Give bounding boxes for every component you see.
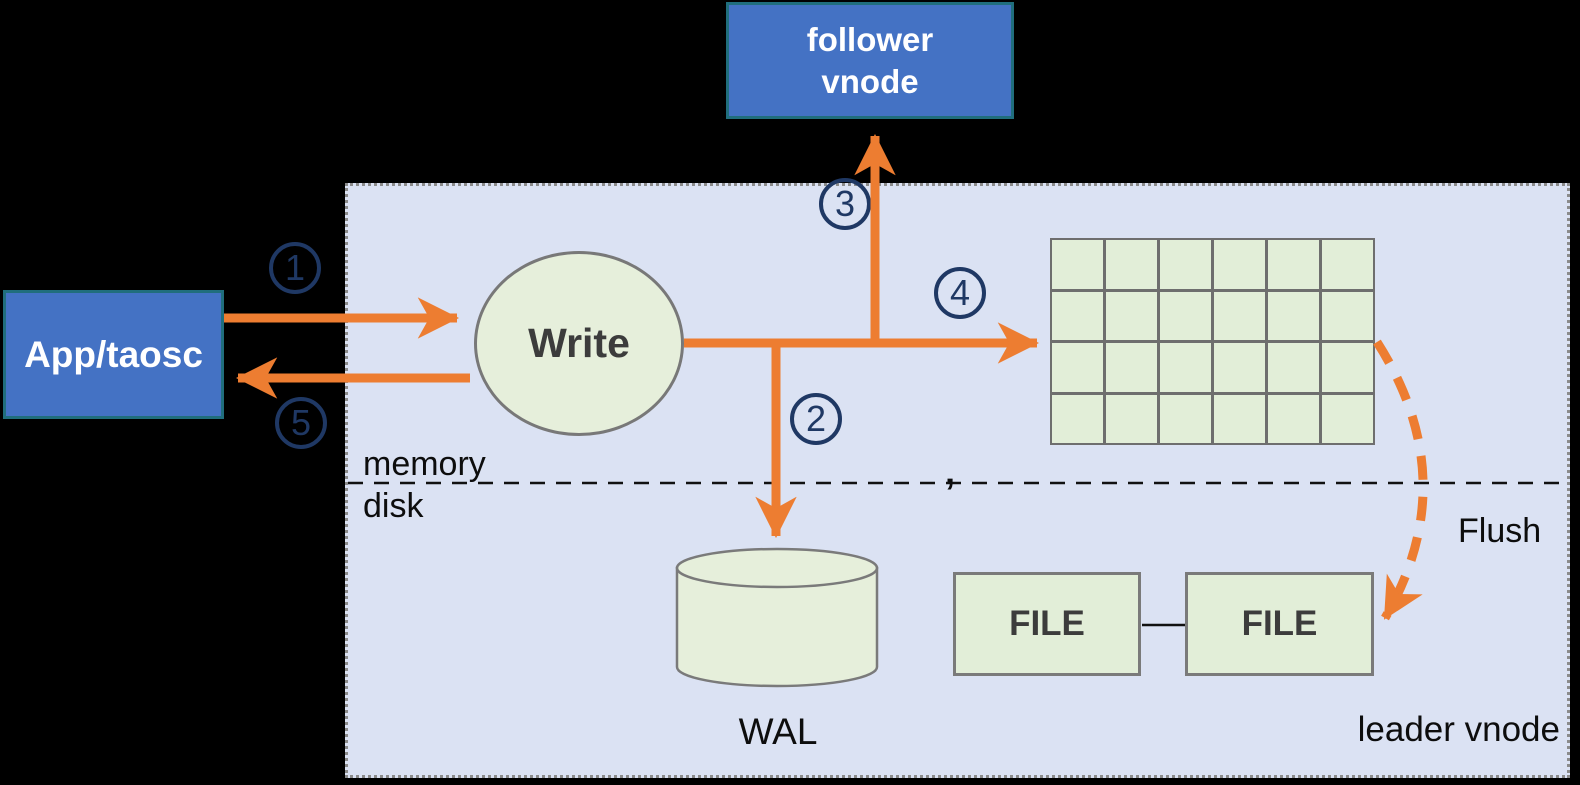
step-3-badge: 3 [819,178,871,230]
wal-label: WAL [738,711,818,752]
memtable-cell [1214,394,1265,443]
memtable-cell [1160,291,1211,340]
memtable-cell [1322,291,1373,340]
step-2-badge: 2 [790,393,842,445]
memory-zone-label: memory [363,445,486,483]
step-4-badge: 4 [934,267,986,319]
memtable-cell [1268,240,1319,289]
memtable-cell [1160,240,1211,289]
memtable-cell [1106,343,1157,392]
memtable-cell [1214,291,1265,340]
memtable-cell [1322,343,1373,392]
file-box-right: FILE [1185,572,1374,676]
memtable-cell [1052,394,1103,443]
memtable-cell [1052,240,1103,289]
memtable-cell [1268,343,1319,392]
memtable-cell [1106,240,1157,289]
flush-label: Flush [1458,512,1542,550]
memtable-cell [1106,394,1157,443]
file-right-label: FILE [1241,604,1318,643]
stray-comma-mark: , [945,451,956,492]
app-taosc-box: App/taosc [3,290,224,419]
memtable-cell [1160,343,1211,392]
file-box-left: FILE [953,572,1141,676]
follower-vnode-box: follower vnode [726,2,1014,119]
memtable-cell [1106,291,1157,340]
memtable-grid [1050,238,1375,445]
memtable-cell [1160,394,1211,443]
memtable-cell [1268,394,1319,443]
follower-vnode-label-line2: vnode [821,62,919,100]
memtable-cell [1268,291,1319,340]
memtable-cell [1214,240,1265,289]
memtable-cell [1052,291,1103,340]
memtable-cell [1322,240,1373,289]
memtable-cell [1214,343,1265,392]
app-taosc-label: App/taosc [24,333,203,375]
write-process-node: Write [474,251,684,436]
follower-vnode-label-line1: follower [806,20,934,58]
leader-vnode-label: leader vnode [1357,710,1560,749]
memtable-cell [1322,394,1373,443]
file-left-label: FILE [1009,604,1085,643]
memtable-cell [1052,343,1103,392]
step-5-badge: 5 [275,397,327,449]
step-1-badge: 1 [269,242,321,294]
write-label: Write [528,320,630,366]
disk-zone-label: disk [363,487,424,525]
